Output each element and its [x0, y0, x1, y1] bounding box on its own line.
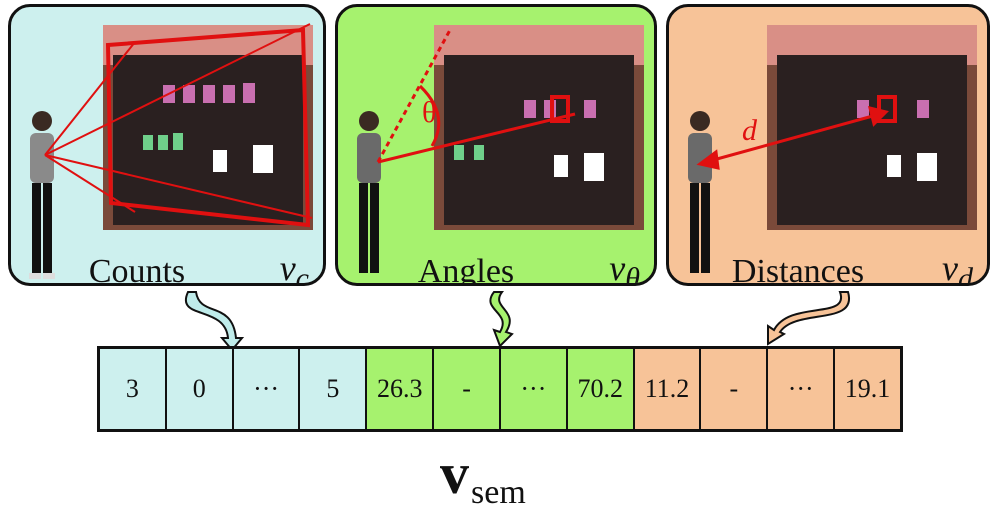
vector-cell: 26.3 — [367, 349, 435, 429]
vector-cell: 3 — [100, 349, 167, 429]
distance-arrow — [696, 105, 889, 170]
angles-variable: vθ — [609, 248, 640, 286]
distances-variable: vd — [942, 248, 973, 286]
vector-cell: 5 — [300, 349, 368, 429]
angle-rays — [376, 29, 576, 164]
vector-cell: - — [434, 349, 501, 429]
distance-symbol: d — [742, 114, 758, 147]
shelf-scene-image — [434, 25, 644, 230]
shelf-scene-image — [103, 25, 313, 230]
person-figure — [29, 111, 55, 279]
vector-label: vsem — [440, 441, 526, 511]
counts-label: Counts — [88, 253, 186, 286]
angles-panel: Angles vθ — [335, 4, 657, 286]
vector-cell: 19.1 — [835, 349, 900, 429]
angles-label: Angles — [417, 253, 515, 286]
angle-symbol: θ — [422, 96, 436, 129]
person-figure — [357, 111, 381, 273]
vector-cell: 0 — [166, 349, 234, 429]
vector-cell: ··· — [233, 349, 301, 429]
person-figure — [688, 111, 712, 273]
counts-view-rays — [44, 23, 313, 219]
vector-cell: ··· — [500, 349, 568, 429]
vector-cell: 11.2 — [634, 349, 702, 429]
vector-cell: ··· — [768, 349, 836, 429]
counts-variable: vc — [279, 248, 309, 286]
counts-panel: Counts vc — [8, 4, 326, 286]
distances-panel: Distances vd — [666, 4, 990, 286]
vector-cell: - — [701, 349, 769, 429]
shelf-scene-image — [767, 25, 977, 230]
counts-flow-arrow — [184, 291, 245, 352]
vector-cell: 70.2 — [567, 349, 635, 429]
distances-flow-arrow — [767, 291, 851, 346]
distances-label: Distances — [731, 253, 865, 286]
angles-flow-arrow — [489, 291, 514, 348]
